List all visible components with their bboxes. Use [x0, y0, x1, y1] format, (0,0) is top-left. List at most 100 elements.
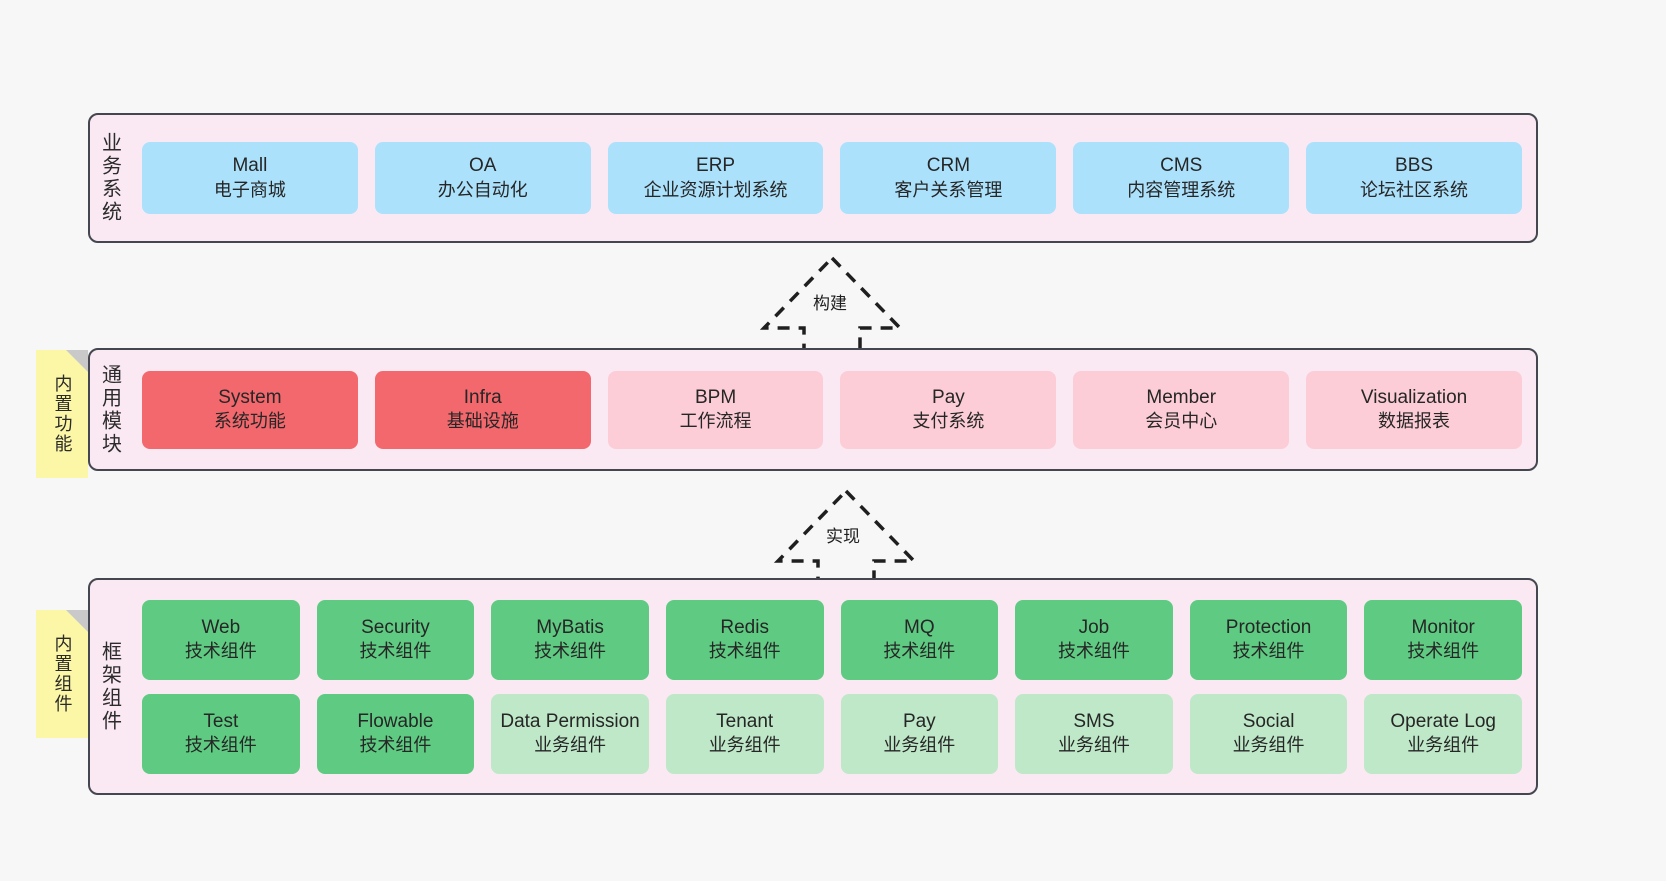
card-title-en: Job [1078, 616, 1110, 638]
card-cms[interactable]: CMS 内容管理系统 [1073, 142, 1290, 214]
card-row: Web 技术组件 Security 技术组件 MyBatis 技术组件 Redi… [142, 599, 1522, 680]
card-title-en: Test [203, 710, 239, 732]
card-title-en: Infra [463, 386, 502, 408]
card-title-cn: 内容管理系统 [1127, 179, 1236, 200]
card-flowable[interactable]: Flowable 技术组件 [316, 693, 475, 774]
card-title-en: Web [201, 616, 241, 638]
card-title-cn: 客户关系管理 [894, 179, 1003, 200]
card-title-cn: 业务组件 [1057, 735, 1130, 756]
card-mybatis[interactable]: MyBatis 技术组件 [491, 599, 649, 680]
card-title-en: BPM [694, 386, 737, 408]
card-row: System 系统功能 Infra 基础设施 BPM 工作流程 Pay 支付系统… [142, 370, 1522, 449]
sticky-note-label: 内置组件 [52, 634, 73, 714]
card-infra[interactable]: Infra 基础设施 [374, 370, 591, 449]
card-mall[interactable]: Mall 电子商城 [142, 142, 358, 214]
card-title-cn: 技术组件 [184, 735, 257, 756]
connector-build-label: 构建 [813, 294, 847, 313]
card-title-en: CMS [1160, 155, 1203, 177]
card-bbs[interactable]: BBS 论坛社区系统 [1306, 142, 1522, 214]
card-job[interactable]: Job 技术组件 [1015, 599, 1173, 680]
card-title-en: MQ [904, 616, 935, 638]
card-monitor[interactable]: Monitor 技术组件 [1364, 599, 1522, 680]
card-title-en: Operate Log [1390, 710, 1496, 732]
card-system[interactable]: System 系统功能 [142, 370, 358, 449]
sticky-note-built-in-features: 内置功能 [36, 350, 88, 478]
card-title-cn: 业务组件 [883, 735, 956, 756]
card-web[interactable]: Web 技术组件 [142, 599, 300, 680]
card-title-cn: 业务组件 [708, 735, 781, 756]
card-title-en: Redis [720, 616, 769, 638]
card-title-en: SMS [1073, 710, 1115, 732]
card-redis[interactable]: Redis 技术组件 [665, 599, 824, 680]
layer-title-framework-component: 框架组件 [98, 640, 121, 733]
card-title-en: Mall [232, 155, 268, 177]
card-erp[interactable]: ERP 企业资源计划系统 [607, 142, 824, 214]
layer-business-system: 业务系统 Mall 电子商城 OA 办公自动化 ERP 企业资源计划系统 CRM… [88, 113, 1538, 243]
layer-body-business-system: Mall 电子商城 OA 办公自动化 ERP 企业资源计划系统 CRM 客户关系… [128, 115, 1536, 241]
card-operate-log[interactable]: Operate Log 业务组件 [1364, 693, 1522, 774]
card-title-cn: 论坛社区系统 [1360, 179, 1469, 200]
card-title-cn: 技术组件 [1232, 641, 1305, 662]
card-title-cn: 办公自动化 [437, 179, 528, 200]
card-visualization[interactable]: Visualization 数据报表 [1306, 370, 1522, 449]
card-title-en: OA [469, 155, 497, 177]
card-title-cn: 系统功能 [213, 411, 286, 432]
layer-body-framework-component: Web 技术组件 Security 技术组件 MyBatis 技术组件 Redi… [128, 580, 1536, 793]
card-member[interactable]: Member 会员中心 [1073, 370, 1290, 449]
card-title-cn: 工作流程 [679, 411, 752, 432]
card-title-en: Pay [902, 710, 936, 732]
card-title-en: Tenant [716, 710, 774, 732]
card-mq[interactable]: MQ 技术组件 [840, 599, 999, 680]
card-sms[interactable]: SMS 业务组件 [1015, 693, 1173, 774]
card-title-cn: 技术组件 [359, 641, 432, 662]
card-security[interactable]: Security 技术组件 [316, 599, 475, 680]
card-title-cn: 业务组件 [1407, 735, 1480, 756]
card-data-permission[interactable]: Data Permission 业务组件 [491, 693, 649, 774]
card-row: Test 技术组件 Flowable 技术组件 Data Permission … [142, 693, 1522, 774]
card-title-en: BBS [1395, 155, 1434, 177]
card-title-en: Pay [932, 386, 965, 408]
card-title-cn: 会员中心 [1145, 411, 1218, 432]
card-row: Mall 电子商城 OA 办公自动化 ERP 企业资源计划系统 CRM 客户关系… [142, 142, 1522, 214]
connector-implement-label: 实现 [826, 527, 860, 546]
card-title-cn: 电子商城 [213, 179, 286, 200]
card-title-cn: 技术组件 [708, 641, 781, 662]
card-title-en: Flowable [357, 710, 434, 732]
card-bpm[interactable]: BPM 工作流程 [607, 370, 824, 449]
card-title-en: Security [361, 616, 430, 638]
page-fold-icon [66, 610, 88, 632]
card-oa[interactable]: OA 办公自动化 [374, 142, 591, 214]
layer-title-business-system: 业务系统 [98, 132, 121, 224]
card-title-en: Member [1146, 386, 1217, 408]
layer-body-common-module: System 系统功能 Infra 基础设施 BPM 工作流程 Pay 支付系统… [128, 350, 1536, 469]
card-title-en: Social [1242, 710, 1295, 732]
card-title-en: Monitor [1411, 616, 1475, 638]
card-title-en: Visualization [1360, 386, 1468, 408]
card-title-cn: 数据报表 [1378, 411, 1451, 432]
card-title-en: MyBatis [536, 616, 604, 638]
card-protection[interactable]: Protection 技术组件 [1189, 599, 1348, 680]
card-pay-business[interactable]: Pay 业务组件 [840, 693, 999, 774]
card-title-en: CRM [926, 155, 971, 177]
connector-implement-arrow-icon [773, 488, 919, 585]
card-title-en: ERP [696, 155, 736, 177]
layer-common-module: 通用模块 System 系统功能 Infra 基础设施 BPM 工作流程 Pay… [88, 348, 1538, 471]
card-social[interactable]: Social 业务组件 [1189, 693, 1348, 774]
layer-framework-component: 框架组件 Web 技术组件 Security 技术组件 MyBatis 技术组件… [88, 578, 1538, 795]
card-title-cn: 技术组件 [1407, 641, 1480, 662]
card-title-cn: 技术组件 [1057, 641, 1130, 662]
card-title-en: Data Permission [500, 710, 640, 732]
sticky-note-label: 内置功能 [52, 374, 73, 454]
card-test[interactable]: Test 技术组件 [142, 693, 300, 774]
card-title-en: Protection [1225, 616, 1312, 638]
card-tenant[interactable]: Tenant 业务组件 [665, 693, 824, 774]
card-pay[interactable]: Pay 支付系统 [840, 370, 1057, 449]
card-title-cn: 技术组件 [184, 641, 257, 662]
card-crm[interactable]: CRM 客户关系管理 [840, 142, 1057, 214]
card-title-cn: 基础设施 [446, 411, 519, 432]
card-title-cn: 业务组件 [1232, 735, 1305, 756]
card-title-cn: 支付系统 [912, 411, 985, 432]
card-title-cn: 企业资源计划系统 [643, 179, 788, 200]
card-title-en: System [218, 386, 282, 408]
